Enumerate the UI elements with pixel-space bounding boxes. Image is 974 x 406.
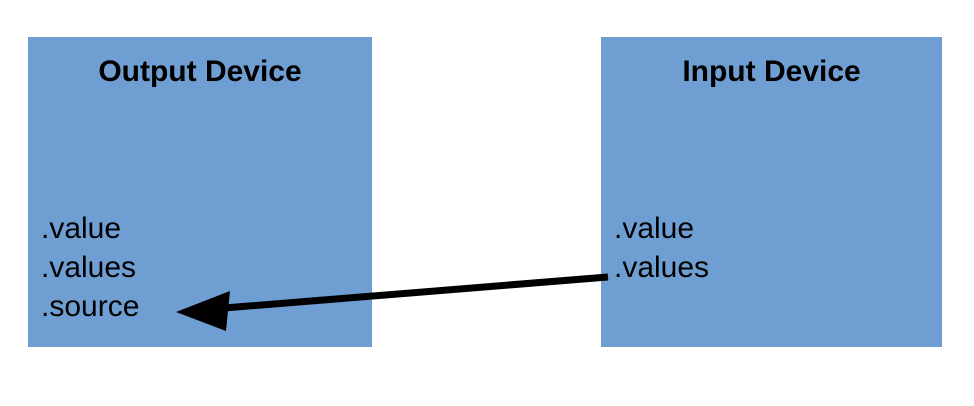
node-title-input-device: Input Device [682, 55, 861, 88]
property-item-source: .source [41, 290, 140, 323]
node-input-device[interactable]: Input Device .value .values [601, 37, 942, 347]
property-item-values: .values [614, 251, 710, 284]
node-title-output-device: Output Device [98, 55, 302, 88]
property-list-input-device: .value .values [614, 209, 709, 287]
property-item-values: .values [41, 251, 137, 284]
property-list-output-device: .value .values .source [41, 209, 139, 326]
node-output-device[interactable]: Output Device .value .values .source [28, 37, 372, 347]
property-item-value: .value [41, 212, 122, 245]
property-item-value: .value [614, 212, 695, 245]
